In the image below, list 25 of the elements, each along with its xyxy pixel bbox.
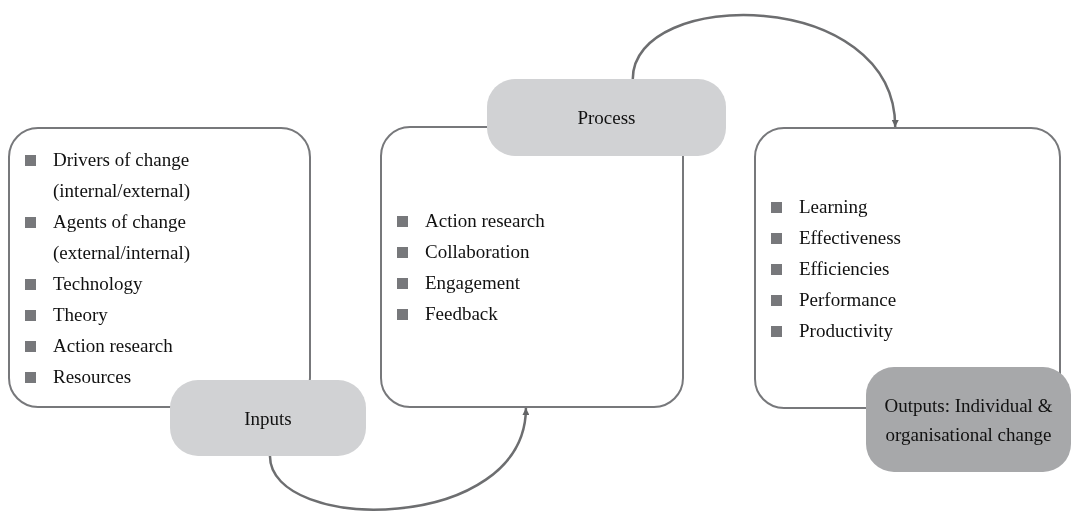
list-item-text: Theory — [53, 302, 108, 327]
list-item-text: Drivers of change (internal/external) — [53, 147, 192, 203]
list-item-text: Resources — [53, 364, 132, 389]
list-item-text: Effectiveness — [799, 225, 901, 250]
list-item-text: Action research — [425, 209, 545, 233]
curved-arrow — [268, 407, 529, 511]
list-item-text: Learning — [799, 194, 868, 219]
list-item-text: Efficiencies — [799, 256, 890, 281]
list-item-text: Feedback — [425, 302, 498, 326]
stage-label-text: Process — [576, 106, 637, 130]
list-item-text: Agents of change (external/internal) — [53, 209, 192, 265]
input-box — [8, 127, 311, 408]
list-item-text: Performance — [799, 287, 897, 312]
list-item-text: Engagement — [425, 271, 520, 295]
list-item-text: Collaboration — [425, 240, 530, 264]
stage-label-text: Inputs — [243, 406, 293, 431]
stage-label-text: Outputs: Individual & organisational change — [883, 393, 1054, 447]
list-item-text: Productivity — [799, 318, 893, 343]
list-item-text: Technology — [53, 271, 143, 296]
stage-label — [487, 79, 726, 156]
stage-label — [866, 367, 1071, 472]
list-item-text: Action research — [53, 333, 173, 358]
stage-label — [170, 380, 366, 456]
process-box — [380, 126, 684, 408]
curved-arrow — [631, 14, 898, 128]
